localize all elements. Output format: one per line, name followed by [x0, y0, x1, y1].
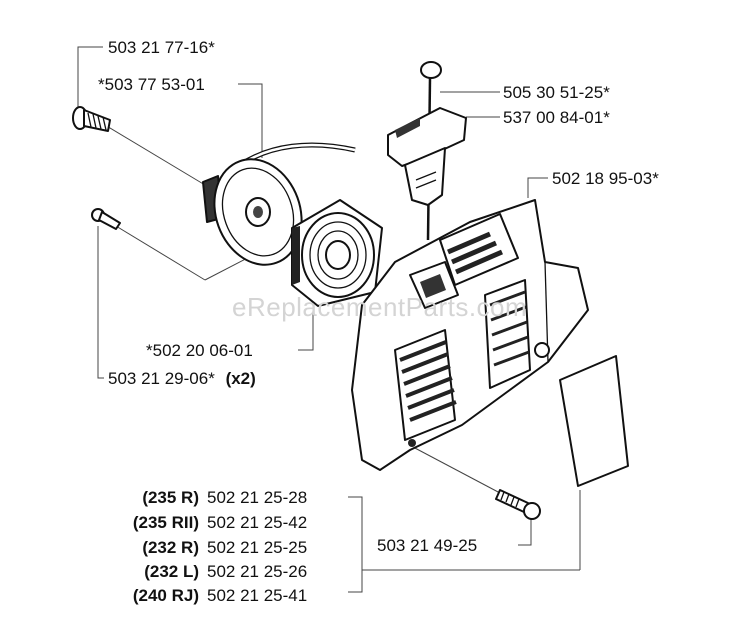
variant-model: (235 R) [142, 488, 199, 507]
variant-part: 502 21 25-42 [207, 513, 307, 532]
callout-screw-left-group: 503 21 29-06* (x2) [108, 369, 256, 388]
callout-handle: 537 00 84-01* [503, 108, 610, 127]
leader-lines [77, 46, 581, 593]
starter-pulley [202, 142, 356, 266]
variant-model: (232 R) [142, 538, 199, 557]
variant-part: 502 21 25-28 [207, 488, 307, 507]
variant-part: 502 21 25-41 [207, 586, 307, 605]
screw-top-left [72, 106, 111, 132]
watermark: eReplacementParts.com [232, 292, 527, 322]
cover-plate [559, 355, 629, 487]
callout-bottom-screw: 503 21 49-25 [377, 536, 477, 555]
callout-screw-left: 503 21 29-06* [108, 369, 215, 388]
starter-handle [387, 61, 467, 241]
screw-bottom [495, 489, 541, 520]
variant-model: (240 RJ) [133, 586, 199, 605]
variant-model: (232 L) [144, 562, 199, 581]
spring-cassette [291, 199, 383, 307]
callout-cover: 502 18 95-03* [552, 169, 659, 188]
callout-knob: 505 30 51-25* [503, 83, 610, 102]
variant-part: 502 21 25-26 [207, 562, 307, 581]
starter-cover [351, 199, 589, 471]
screw-small-left [91, 208, 121, 230]
callout-screw-left-qty: (x2) [226, 369, 256, 388]
callout-spring-cassette: *502 20 06-01 [146, 341, 253, 360]
model-variant-list: (235 R) 502 21 25-28 (235 RII) 502 21 25… [133, 488, 307, 605]
callout-labels: 503 21 77-16* *503 77 53-01 505 30 51-25… [98, 38, 659, 555]
variant-model: (235 RII) [133, 513, 199, 532]
callout-pulley: *503 77 53-01 [98, 75, 205, 94]
callout-screw-top: 503 21 77-16* [108, 38, 215, 57]
variant-part: 502 21 25-25 [207, 538, 307, 557]
